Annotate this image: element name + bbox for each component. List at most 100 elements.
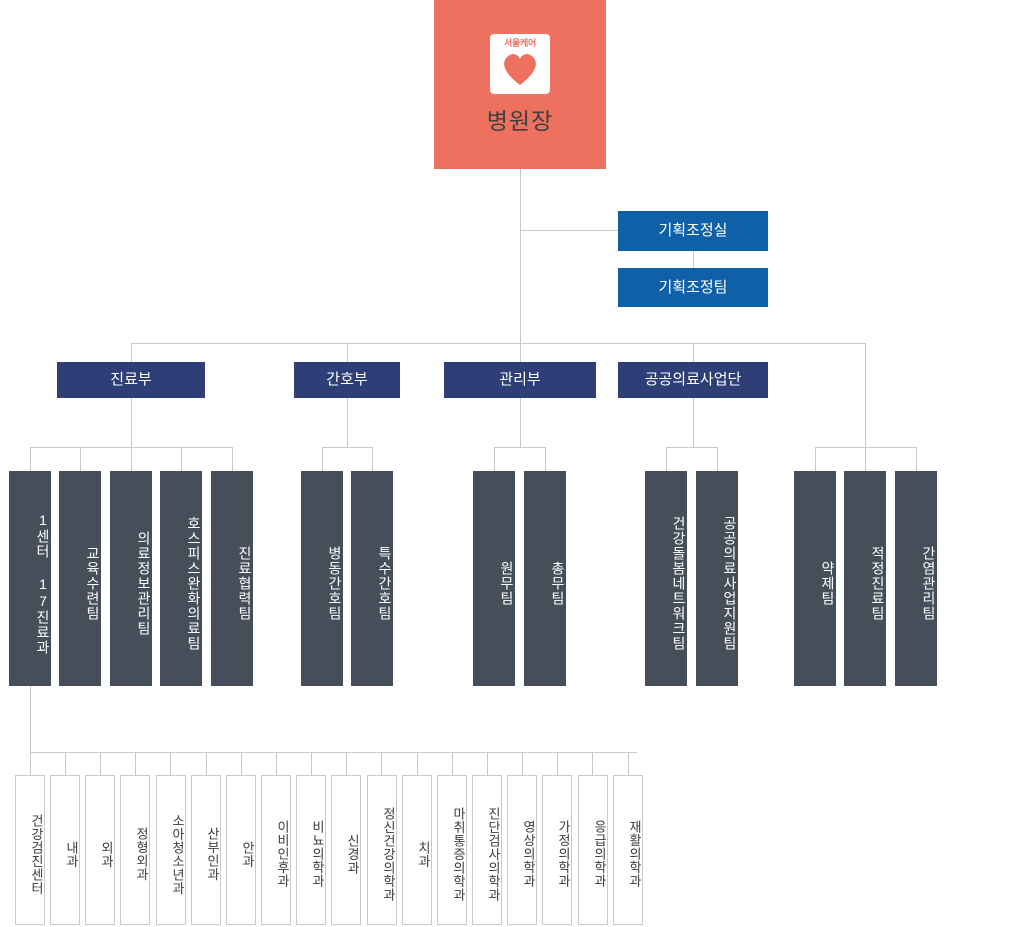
team-public-medical-support-label: 공공의료사업지원팀	[722, 516, 738, 651]
node-department-otolaryngology[interactable]: 이비인후과	[261, 775, 291, 925]
team-general-affairs-label: 총무팀	[550, 561, 566, 606]
node-team-hospice-palliative[interactable]: 호스피스완화의료팀	[160, 471, 202, 686]
connector-drop-division-0	[131, 343, 132, 362]
team-hospice-palliative-label: 호스피스완화의료팀	[186, 516, 202, 651]
connector-medical-drop-2	[131, 447, 132, 471]
connector-department-drop-17	[628, 752, 629, 775]
connector-medical-stem	[131, 398, 132, 447]
node-team-center-17-departments[interactable]: 1센터 17진료과	[9, 471, 51, 686]
node-planning-office[interactable]: 기획조정실	[618, 211, 768, 251]
connector-department-bus	[30, 752, 637, 753]
node-department-internal-medicine[interactable]: 내과	[50, 775, 80, 925]
node-department-dentistry[interactable]: 치과	[402, 775, 432, 925]
team-patient-affairs-label: 원무팀	[499, 561, 515, 606]
department-label: 가정의학과	[556, 820, 571, 888]
connector-department-drop-5	[206, 752, 207, 775]
division-public-medical-label: 공공의료사업단	[644, 371, 742, 389]
node-division-medical[interactable]: 진료부	[57, 362, 205, 398]
team-pharmacy-label: 약제팀	[820, 561, 836, 606]
node-department-rehabilitation-medicine[interactable]: 재활의학과	[613, 775, 643, 925]
connector-department-drop-14	[522, 752, 523, 775]
connector-nursing-drop-0	[322, 447, 323, 471]
node-department-health-screening-center[interactable]: 건강검진센터	[15, 775, 45, 925]
planning-team-label: 기획조정팀	[658, 278, 728, 296]
connector-direct-drop-0	[815, 447, 816, 471]
node-team-hepatitis-management[interactable]: 간염관리팀	[895, 471, 937, 686]
node-department-laboratory-medicine[interactable]: 진단검사의학과	[472, 775, 502, 925]
node-department-urology[interactable]: 비뇨의학과	[296, 775, 326, 925]
node-division-nursing[interactable]: 간호부	[294, 362, 400, 398]
connector-department-drop-12	[452, 752, 453, 775]
connector-center-stem	[30, 686, 31, 752]
connector-department-drop-9	[346, 752, 347, 775]
node-team-medical-cooperation[interactable]: 진료협력팀	[211, 471, 253, 686]
department-label: 응급의학과	[592, 820, 607, 888]
node-hospital-director[interactable]: 서울케어 병원장	[434, 0, 606, 169]
node-department-pediatrics[interactable]: 소아청소년과	[156, 775, 186, 925]
connector-department-drop-16	[592, 752, 593, 775]
connector-department-drop-15	[557, 752, 558, 775]
connector-medical-drop-4	[232, 447, 233, 471]
node-division-admin[interactable]: 관리부	[444, 362, 596, 398]
connector-department-drop-8	[311, 752, 312, 775]
node-division-public-medical[interactable]: 공공의료사업단	[618, 362, 768, 398]
node-department-radiology[interactable]: 영상의학과	[507, 775, 537, 925]
department-label: 재활의학과	[627, 820, 642, 888]
node-department-emergency-medicine[interactable]: 응급의학과	[578, 775, 608, 925]
connector-department-drop-0	[30, 752, 31, 775]
seoul-care-logo: 서울케어	[490, 33, 550, 94]
connector-department-drop-10	[381, 752, 382, 775]
node-team-patient-affairs[interactable]: 원무팀	[473, 471, 515, 686]
node-planning-team[interactable]: 기획조정팀	[618, 268, 768, 307]
division-medical-label: 진료부	[110, 371, 152, 389]
department-label: 비뇨의학과	[310, 820, 325, 888]
node-team-health-care-network[interactable]: 건강돌봄네트워크팀	[645, 471, 687, 686]
connector-medical-drop-3	[181, 447, 182, 471]
node-department-surgery[interactable]: 외과	[85, 775, 115, 925]
department-label: 정형외과	[134, 827, 149, 881]
node-team-quality-care[interactable]: 적정진료팀	[844, 471, 886, 686]
connector-main-bus	[131, 343, 866, 344]
node-team-public-medical-support[interactable]: 공공의료사업지원팀	[696, 471, 738, 686]
connector-department-drop-7	[276, 752, 277, 775]
node-team-pharmacy[interactable]: 약제팀	[794, 471, 836, 686]
node-department-family-medicine[interactable]: 가정의학과	[542, 775, 572, 925]
node-department-psychiatry[interactable]: 정신건강의학과	[367, 775, 397, 925]
node-department-ophthalmology[interactable]: 안과	[226, 775, 256, 925]
department-label: 정신건강의학과	[381, 806, 396, 902]
connector-department-drop-2	[100, 752, 101, 775]
connector-nursing-stem	[347, 398, 348, 447]
team-ward-nursing-label: 병동간호팀	[327, 546, 343, 621]
node-team-special-nursing[interactable]: 특수간호팀	[351, 471, 393, 686]
connector-admin-drop-1	[545, 447, 546, 471]
node-team-medical-information[interactable]: 의료정보관리팀	[110, 471, 152, 686]
connector-admin-drop-0	[494, 447, 495, 471]
node-team-general-affairs[interactable]: 총무팀	[524, 471, 566, 686]
node-department-neurology[interactable]: 신경과	[331, 775, 361, 925]
connector-medical-drop-1	[80, 447, 81, 471]
connector-public-stem	[693, 398, 694, 447]
node-team-education-training[interactable]: 교육수련팀	[59, 471, 101, 686]
connector-nursing-bus	[322, 447, 373, 448]
connector-nursing-drop-1	[372, 447, 373, 471]
department-label: 신경과	[345, 833, 360, 875]
connector-direct-drop-1	[865, 447, 866, 471]
logo-label: 서울케어	[504, 37, 536, 48]
connector-department-drop-1	[65, 752, 66, 775]
connector-department-drop-13	[487, 752, 488, 775]
connector-public-drop-0	[666, 447, 667, 471]
department-label: 내과	[64, 840, 79, 868]
department-label: 진단검사의학과	[486, 806, 501, 902]
node-department-orthopedics[interactable]: 정형외과	[120, 775, 150, 925]
division-nursing-label: 간호부	[326, 371, 368, 389]
connector-planning-office-to-team	[693, 251, 694, 268]
team-special-nursing-label: 특수간호팀	[377, 546, 393, 621]
division-admin-label: 관리부	[499, 371, 541, 389]
department-label: 마취통증의학과	[451, 806, 466, 902]
department-label: 산부인과	[205, 827, 220, 881]
node-department-obstetrics-gynecology[interactable]: 산부인과	[191, 775, 221, 925]
node-department-anesthesiology-pain-medicine[interactable]: 마취통증의학과	[437, 775, 467, 925]
node-team-ward-nursing[interactable]: 병동간호팀	[301, 471, 343, 686]
connector-to-planning-office	[520, 230, 618, 231]
